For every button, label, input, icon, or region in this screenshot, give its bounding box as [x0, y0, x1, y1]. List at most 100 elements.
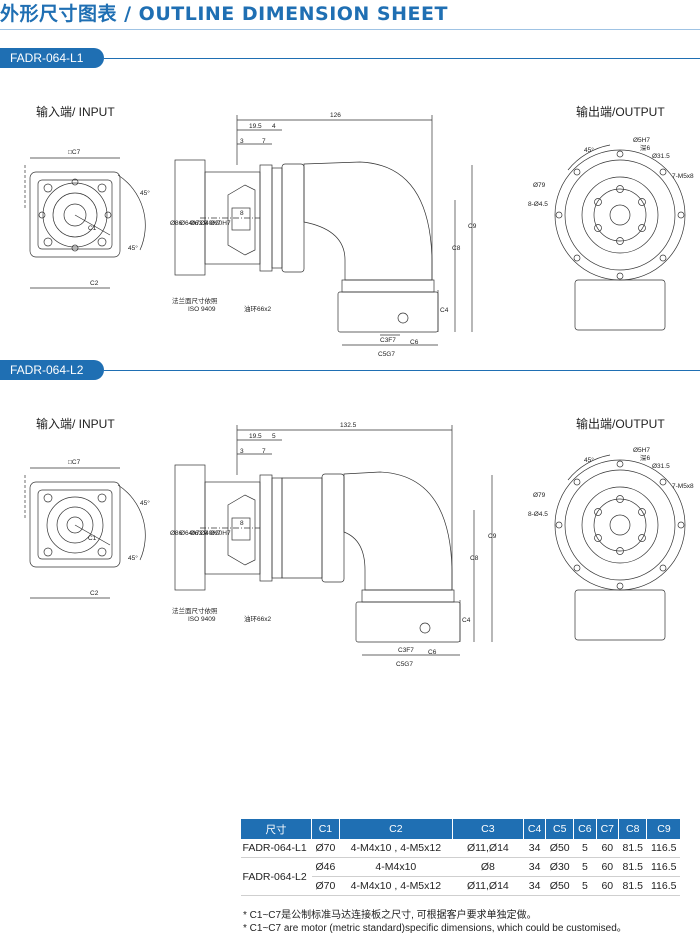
table-cell: 4-M4x10 , 4-M5x12	[339, 876, 453, 896]
table-cell: 81.5	[618, 876, 647, 896]
dim-angle-4: 45°	[128, 554, 138, 562]
footnote-en: * C1~C7 are motor (metric standard)speci…	[243, 923, 627, 934]
table-header: C5	[545, 819, 574, 839]
footnote-cn: * C1~C7是公制标准马达连接板之尺寸, 可根据客户要求单独定做。	[243, 910, 537, 921]
table-cell: 116.5	[646, 857, 681, 877]
model-tag-divider	[104, 58, 700, 59]
oil-ring-note: 油环66x2	[244, 304, 271, 313]
dim-phi64: Ø64h7	[180, 220, 200, 227]
dim-c5: C5G7	[378, 351, 395, 358]
table-cell: FADR-064-L2	[240, 857, 312, 896]
table-cell: 60	[596, 876, 619, 896]
table-header: C3	[451, 819, 524, 839]
flange-note-2: 法兰面尺寸依照	[172, 606, 218, 615]
side-view-2	[174, 425, 493, 656]
page-title: 外形尺寸图表 / OUTLINE DIMENSION SHEET	[0, 3, 448, 25]
dim-c4-2: C4	[462, 617, 471, 624]
dim-d1-2: 19.5	[249, 433, 262, 440]
dimension-labels-l2: 132.5 19.5 5 3 7 □C7 C2 C1 45° 45° Ø86 Ø…	[68, 422, 694, 668]
dim-phi40: Ø40H7	[200, 220, 221, 227]
out-angle: 45°	[584, 146, 594, 154]
title-divider	[0, 29, 700, 30]
out-phi315-2: Ø31.5	[652, 463, 670, 470]
table-cell: Ø11,Ø14	[452, 839, 524, 858]
input-view-label-2: 输入端/ INPUT	[36, 417, 115, 431]
table-cell: 4-M4x10	[339, 857, 453, 877]
dim-c9-2: C9	[488, 533, 497, 540]
dim-d2: 4	[272, 123, 276, 130]
dim-d3: 3	[240, 138, 244, 145]
table-row: FADR-064-L1 Ø70 4-M4x10 , 4-M5x12 Ø11,Ø1…	[240, 839, 681, 858]
table-cell: 60	[596, 839, 619, 858]
dim-d4: 7	[262, 138, 266, 145]
out-holes: 8-Ø4.5	[528, 201, 548, 208]
input-view-2	[24, 467, 146, 599]
out-phi5-2: Ø5H7	[633, 447, 650, 454]
dim-d1: 19.5	[249, 123, 262, 130]
dim-phi40-2: Ø40H7	[200, 530, 221, 537]
dim-c2: C2	[90, 280, 99, 287]
drawing-l2: 132.5 19.5 5 3 7 □C7 C2 C1 45° 45° Ø86 Ø…	[24, 422, 694, 668]
dim-c8-2: C8	[470, 555, 479, 562]
table-cell: 116.5	[646, 876, 681, 896]
table-cell: 34	[523, 857, 546, 877]
out-m5: 7-M5x8	[672, 173, 694, 180]
dim-c3: C3F7	[380, 337, 396, 344]
input-view-label: 输入端/ INPUT	[36, 105, 115, 119]
dim-angle: 45°	[140, 189, 150, 197]
dim-c6-2: C6	[428, 649, 437, 656]
flange-note: 法兰面尺寸依照	[172, 296, 218, 305]
table-header: C6	[573, 819, 597, 839]
table-row: FADR-064-L2 Ø46 4-M4x10 Ø8 34 Ø30 5 60 8…	[240, 857, 681, 896]
dim-c3-2: C3F7	[398, 647, 414, 654]
table-cell: 81.5	[618, 857, 647, 877]
dim-c1: C1	[88, 225, 97, 232]
table-cell: Ø46	[311, 857, 340, 877]
table-cell: Ø8	[452, 857, 524, 877]
input-view	[24, 157, 146, 289]
out-angle-2: 45°	[584, 456, 594, 464]
table-cell: Ø50	[545, 839, 574, 858]
out-m5-2: 7-M5x8	[672, 483, 694, 490]
table-cell: 34	[523, 839, 546, 858]
table-header: C2	[338, 819, 453, 839]
dim-angle-3: 45°	[140, 499, 150, 507]
dimension-labels-l1: 126 19.5 4 3 7 □C7 C2 C1 45° 45° Ø86 Ø64…	[68, 112, 694, 358]
dim-overall: 126	[330, 112, 341, 119]
dim-c7-2: □C7	[68, 459, 81, 466]
dim-phi20: Ø20H7	[210, 220, 231, 227]
table-cell: 60	[596, 857, 619, 877]
dim-d3-2: 3	[240, 448, 244, 455]
out-phi315: Ø31.5	[652, 153, 670, 160]
oil-ring-note-2: 油环66x2	[244, 614, 271, 623]
table-cell: 116.5	[646, 839, 681, 858]
dim-c4: C4	[440, 307, 449, 314]
table-cell: Ø70	[311, 876, 340, 896]
out-depth: 深6	[640, 143, 651, 152]
table-cell: Ø70	[311, 839, 340, 858]
dim-d2-2: 5	[272, 433, 276, 440]
model-tag-l1: FADR-064-L1	[0, 48, 104, 68]
table-cell: 5	[573, 876, 597, 896]
table-header: C9	[646, 819, 681, 839]
out-depth-2: 深6	[640, 453, 651, 462]
model-tag-l2: FADR-064-L2	[0, 360, 104, 380]
side-view	[174, 115, 473, 346]
table-header: C8	[618, 819, 647, 839]
table-header: C7	[595, 819, 619, 839]
table-header: 尺寸	[240, 819, 312, 839]
dim-c9: C9	[468, 223, 477, 230]
model-tag-divider-2	[104, 370, 700, 371]
dim-phi632-2: Ø63.2	[190, 530, 208, 537]
out-phi79: Ø79	[533, 182, 546, 189]
table-row: Ø70 4-M4x10 , 4-M5x12 Ø11,Ø14 34 Ø50 5 6…	[241, 876, 681, 896]
dim-phi64-2: Ø64h7	[180, 530, 200, 537]
table-cell: Ø50	[545, 876, 574, 896]
out-phi79-2: Ø79	[533, 492, 546, 499]
dim-phi86: Ø86	[170, 220, 183, 227]
output-view-label-2: 输出端/OUTPUT	[576, 417, 665, 431]
table-cell: Ø30	[545, 857, 574, 877]
table-cell: 34	[523, 876, 546, 896]
table-header: C1	[311, 819, 340, 839]
output-view	[554, 144, 686, 331]
